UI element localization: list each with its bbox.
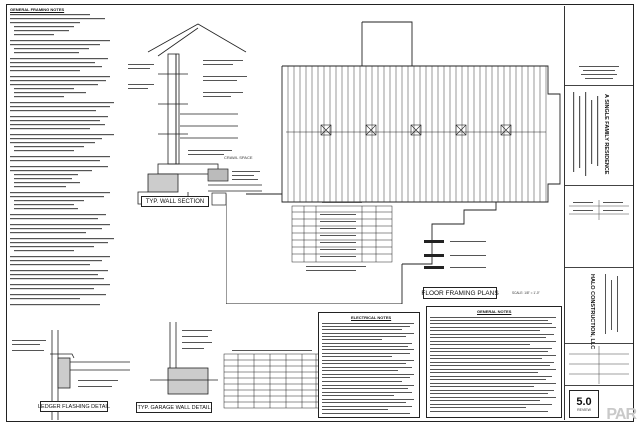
revision-table bbox=[569, 200, 629, 220]
general-framing-notes-heading: GENERAL FRAMING NOTES bbox=[10, 7, 65, 12]
sheet-info-table bbox=[569, 346, 629, 384]
sheet-revision: REVIEW bbox=[577, 408, 591, 412]
wall-section-drawing bbox=[128, 23, 247, 205]
title-block-dates-cell bbox=[565, 186, 633, 268]
company-info-text bbox=[605, 274, 618, 334]
scale-note: SCALE: 1/8" = 1'-0" bbox=[512, 291, 540, 295]
title-block-info-cell bbox=[565, 344, 633, 386]
nailing-schedule-table bbox=[223, 350, 329, 409]
sheet-number: 5.0 bbox=[576, 396, 592, 408]
architect-stamp-area bbox=[579, 66, 619, 79]
foundation-detail-drawing bbox=[207, 168, 262, 206]
wall-section-title: TYP. WALL SECTION bbox=[141, 196, 209, 207]
general-notes-box: GENERAL NOTES bbox=[426, 306, 562, 418]
ledger-flashing-title: LEDGER FLASHING DETAIL bbox=[38, 401, 110, 412]
sheet-number-box: 5.0 REVIEW bbox=[569, 390, 599, 418]
project-title: A SINGLE FAMILY RESIDENCE bbox=[603, 94, 609, 175]
project-address-text bbox=[573, 92, 599, 176]
crawl-space-label: CRAWL SPACE bbox=[224, 155, 253, 160]
general-framing-notes-text bbox=[10, 14, 114, 306]
garage-wall-drawing bbox=[150, 322, 218, 395]
floor-framing-plan bbox=[226, 21, 561, 304]
general-notes-text bbox=[430, 317, 556, 412]
electrical-notes-box: ELECTRICAL NOTES bbox=[318, 312, 420, 418]
general-notes-heading: GENERAL NOTES bbox=[477, 309, 512, 314]
electrical-notes-text bbox=[322, 323, 414, 414]
floor-framing-plans-title: FLOOR FRAMING PLANS bbox=[421, 287, 499, 299]
company-name: HALO CONSTRUCTION, LLC bbox=[589, 274, 595, 350]
garage-wall-title: TYP. GARAGE WALL DETAIL bbox=[136, 402, 212, 413]
title-block-project-cell: A SINGLE FAMILY RESIDENCE bbox=[565, 86, 633, 186]
title-block-logo-cell bbox=[565, 6, 633, 86]
electrical-notes-heading: ELECTRICAL NOTES bbox=[351, 315, 392, 320]
title-block-company-cell: HALO CONSTRUCTION, LLC bbox=[565, 268, 633, 349]
watermark: PAR bbox=[606, 406, 637, 423]
sheet-border bbox=[6, 4, 634, 422]
ledger-flashing-drawing bbox=[12, 330, 130, 420]
title-block: A SINGLE FAMILY RESIDENCE HALO CONSTRUCT… bbox=[564, 6, 633, 420]
